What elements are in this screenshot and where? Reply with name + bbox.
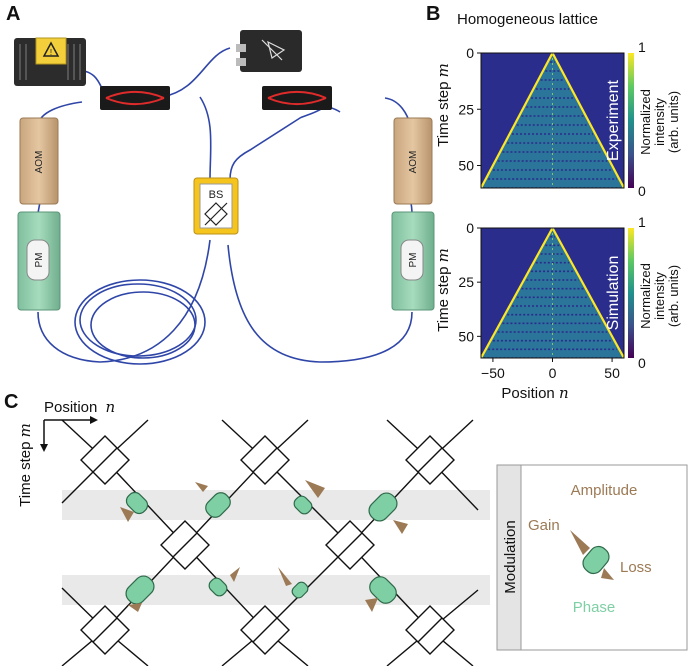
amplitude-modulator: [128, 603, 142, 612]
phase-modulator: [125, 491, 149, 515]
heatmap-experiment-label: Experiment: [605, 79, 622, 160]
beam-splitter-node: [240, 605, 290, 655]
beam-splitter-node: [405, 435, 455, 485]
colorbar-top-label2: intensity: [652, 98, 667, 146]
colorbar-bottom-label1: Normalized: [638, 263, 653, 329]
beam-splitter-node: [405, 605, 455, 655]
phase-modulator: [208, 577, 228, 597]
panel-b-letter: B: [426, 3, 440, 25]
pm-right-label: PM: [408, 253, 419, 268]
ylabel-bottom: Time step m: [434, 248, 452, 332]
legend-loss: Loss: [620, 559, 652, 576]
ytick-label: 25: [458, 274, 474, 290]
phase-modulator: [125, 575, 155, 605]
xlabel: Position n: [501, 384, 568, 402]
panel-b-title: Homogeneous lattice: [457, 11, 598, 28]
aom-left-label: AOM: [34, 151, 45, 174]
bs-label: BS: [209, 189, 224, 201]
heatmap-experiment-frame: [480, 52, 625, 189]
colorbar-top-max: 1: [638, 39, 646, 55]
aom-right-label: AOM: [408, 151, 419, 174]
amplitude-modulator: [195, 482, 208, 492]
heatmap-experiment: Experiment: [480, 52, 625, 189]
colorbar-bottom-max: 1: [638, 214, 646, 230]
heatmap-experiment-edge-left: [481, 53, 554, 188]
phase-modulator: [368, 492, 398, 522]
colorbar-bottom-label2: intensity: [652, 272, 667, 320]
heatmap-simulation-label: Simulation: [605, 256, 622, 331]
ylabel-top: Time step m: [434, 63, 452, 147]
position-label: Position n: [44, 398, 115, 416]
lattice-network: [61, 419, 479, 666]
phase-modulator: [205, 492, 231, 518]
ytick-label: 0: [466, 45, 474, 61]
amplitude-modulator: [305, 480, 325, 498]
coupler-left: [100, 86, 170, 110]
ytick-label: 0: [466, 220, 474, 236]
heatmap-simulation-edge-right: [551, 228, 624, 358]
colorbar-bottom-label3: (arb. units): [666, 265, 681, 327]
detector: [236, 30, 302, 72]
colorbar-top-min: 0: [638, 183, 646, 199]
beam-splitter: BS: [193, 177, 239, 235]
phase-modulator: [369, 576, 397, 604]
ytick-label: 50: [458, 158, 474, 174]
colorbar-top: 1 0 Normalized intensity (arb. units): [628, 39, 681, 199]
beam-splitter-node: [240, 435, 290, 485]
amplitude-modulator: [120, 507, 134, 522]
beam-splitter-node: [325, 520, 375, 570]
aom-right: AOM: [393, 117, 433, 205]
heatmap-experiment-edge-right: [551, 53, 624, 188]
ytick-label: 25: [458, 101, 474, 117]
colorbar-bottom-min: 0: [638, 355, 646, 371]
legend-gain-wedge: [570, 530, 590, 555]
legend-phase: Phase: [573, 599, 616, 616]
xtick-label: 0: [549, 365, 557, 381]
amplitude-modulator: [230, 567, 240, 582]
svg-text:!: !: [50, 48, 52, 57]
amplitude-modulator: [393, 520, 408, 534]
pm-left-label: PM: [34, 253, 45, 268]
heatmap-simulation: Simulation: [480, 227, 625, 359]
amplitude-modulator: [365, 598, 378, 612]
xtick-label: −50: [481, 365, 505, 381]
legend-modulation-label: Modulation: [502, 520, 519, 593]
time-step-label: Time step m: [16, 423, 34, 507]
beam-splitter-node: [80, 605, 130, 655]
modulation-legend: Modulation Amplitude Gain Loss Phase: [496, 464, 688, 651]
colorbar-top-label3: (arb. units): [666, 91, 681, 153]
legend-gain: Gain: [528, 517, 560, 534]
laser-source: !: [14, 37, 86, 86]
panel-a: A !: [6, 3, 435, 365]
legend-amplitude: Amplitude: [571, 482, 638, 499]
pm-right: PM: [391, 211, 435, 311]
phase-modulator: [293, 495, 313, 515]
beam-splitter-node: [80, 435, 130, 485]
xtick-label: 50: [604, 365, 620, 381]
aom-left: AOM: [19, 117, 59, 205]
coupler-right: [262, 86, 332, 110]
axis-arrows: [40, 416, 98, 452]
panel-c-letter: C: [4, 391, 18, 413]
beam-splitter-node: [160, 520, 210, 570]
amplitude-modulator: [278, 567, 292, 586]
heatmap-simulation-edge-left: [481, 228, 554, 358]
colorbar-bottom: 1 0 Normalized intensity (arb. units): [628, 214, 681, 371]
panel-a-letter: A: [6, 3, 20, 25]
heatmap-experiment-cone: [481, 53, 624, 188]
panel-b: B Homogeneous lattice Time step m Time s…: [426, 3, 681, 402]
legend-loss-wedge: [601, 568, 614, 580]
phase-modulator: [291, 581, 309, 599]
colorbar-top-label1: Normalized: [638, 89, 653, 155]
legend-phase-pill: [582, 545, 610, 575]
optical-fibers: [37, 47, 413, 365]
ytick-label: 50: [458, 328, 474, 344]
panel-c: C Position n Time step m Modulation Ampl…: [4, 391, 688, 666]
pm-left: PM: [17, 211, 61, 311]
